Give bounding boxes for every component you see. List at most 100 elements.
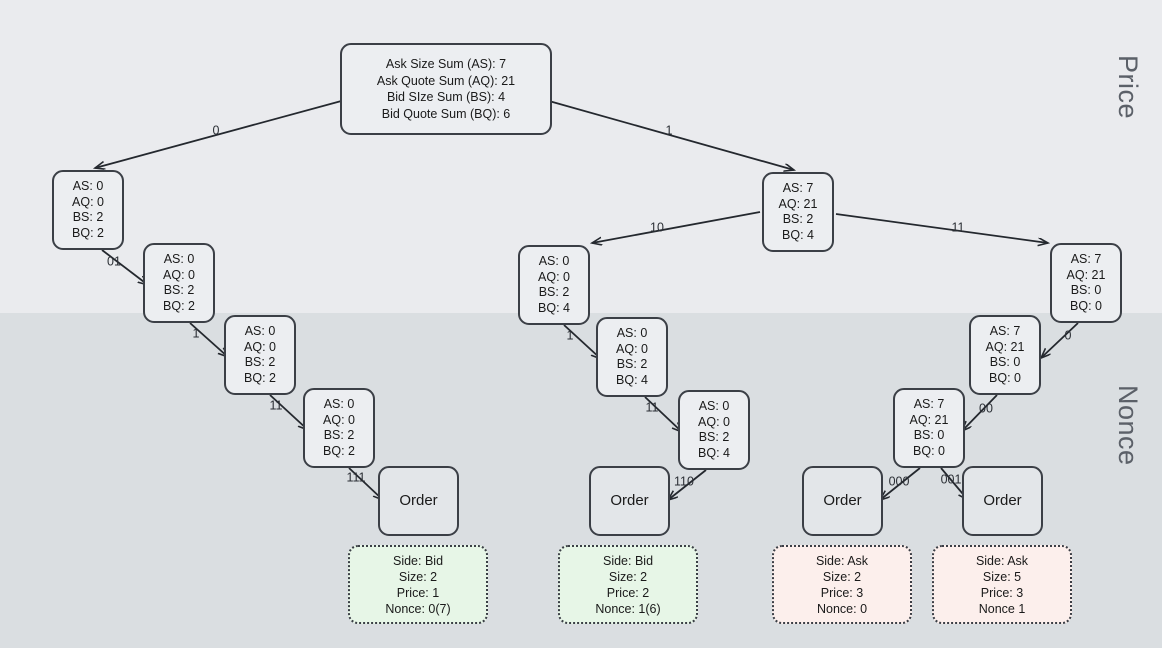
node-line: BQ: 4 (538, 300, 570, 315)
edge-label-n1100-to-order-ask-2: 001 (940, 472, 962, 487)
note-line: Nonce 1 (978, 601, 1026, 616)
node-line: BQ: 4 (698, 445, 730, 460)
edge-label-n110-to-n1100: 00 (979, 401, 993, 416)
node-line: BQ: 2 (72, 225, 104, 240)
node-line: BS: 2 (616, 357, 648, 371)
node-line: BS: 0 (1070, 283, 1102, 297)
edge-label-n10-to-n101: 1 (566, 328, 574, 343)
node-line: BS: 2 (163, 283, 195, 297)
node-line: AQ: 21 (985, 339, 1025, 354)
edge-label-n101-to-n1011: 11 (645, 400, 659, 415)
note-line: Price: 3 (980, 585, 1024, 600)
node-line: Order (610, 492, 649, 510)
note-line: Price: 1 (396, 585, 440, 600)
node-line: Order (983, 492, 1022, 510)
node-line: Ask Size Sum (AS): 7 (385, 57, 507, 71)
note-line: Size: 2 (822, 569, 862, 584)
node-line: AS: 0 (244, 324, 276, 338)
node-line: AS: 7 (989, 324, 1021, 338)
edge-label-n0111-to-order-bid-1: 111 (346, 470, 366, 485)
node-line: BS: 2 (244, 355, 276, 369)
node-line: AS: 0 (538, 254, 570, 268)
node-line: BS: 2 (323, 428, 355, 442)
edge-label-n11-to-n110: 0 (1064, 328, 1072, 343)
node-root[interactable]: Ask Size Sum (AS): 7 Ask Quote Sum (AQ): … (340, 43, 552, 135)
node-line: BQ: 0 (913, 443, 945, 458)
node-line: AQ: 21 (1066, 267, 1106, 282)
node-line: BS: 2 (538, 285, 570, 299)
node-order-ask-2[interactable]: Order (962, 466, 1043, 536)
node-line: AQ: 21 (778, 196, 818, 211)
node-line: Order (823, 492, 862, 510)
node-line: BQ: 0 (989, 370, 1021, 385)
note-line: Side: Bid (602, 553, 654, 568)
node-order-bid-2[interactable]: Order (589, 466, 670, 536)
node-line: BS: 2 (72, 210, 104, 224)
note-line: Size: 5 (982, 569, 1022, 584)
node-line: AS: 0 (616, 326, 648, 340)
node-line: BS: 0 (989, 355, 1021, 369)
node-line: Order (399, 492, 438, 510)
node-line: BS: 2 (782, 212, 814, 226)
node-line: AQ: 0 (163, 267, 195, 282)
node-line: BQ: 2 (323, 443, 355, 458)
note-line: Nonce: 1(6) (595, 601, 661, 616)
edge-label-n1-to-n11: 11 (951, 220, 965, 235)
edge-label-n1100-to-order-ask-1: 000 (888, 474, 910, 489)
note-line: Size: 2 (608, 569, 648, 584)
node-line: AQ: 0 (698, 414, 730, 429)
node-line: BQ: 2 (163, 298, 195, 313)
note-line: Nonce: 0 (816, 601, 868, 616)
edge-label-n01-to-n011: 1 (192, 326, 200, 341)
node-line: AS: 0 (698, 399, 730, 413)
node-line: BS: 2 (698, 430, 730, 444)
note-line: Side: Bid (392, 553, 444, 568)
node-line: AQ: 0 (244, 339, 276, 354)
band-label-nonce: Nonce (1113, 385, 1143, 466)
node-line: AS: 7 (1070, 252, 1102, 266)
note-line: Price: 3 (820, 585, 864, 600)
note-line: Side: Ask (815, 553, 869, 568)
node-line: AS: 7 (782, 181, 814, 195)
note-line: Nonce: 0(7) (385, 601, 451, 616)
node-line: AS: 0 (72, 179, 104, 193)
node-line: BQ: 0 (1070, 298, 1102, 313)
note-line: Price: 2 (606, 585, 650, 600)
node-line: BS: 0 (913, 428, 945, 442)
edge-label-n1-to-n10: 10 (650, 220, 664, 235)
edge-label-n0-to-n01: 01 (107, 254, 121, 269)
node-line: BQ: 4 (782, 227, 814, 242)
node-line: AQ: 0 (72, 194, 104, 209)
node-line: AS: 0 (163, 252, 195, 266)
node-line: AQ: 0 (323, 412, 355, 427)
node-line: BQ: 4 (616, 372, 648, 387)
node-order-ask-1[interactable]: Order (802, 466, 883, 536)
node-line: Ask Quote Sum (AQ): 21 (376, 73, 516, 88)
node-line: AS: 0 (323, 397, 355, 411)
node-line: AQ: 21 (909, 412, 949, 427)
node-line: BQ: 2 (244, 370, 276, 385)
node-line: Bid Quote Sum (BQ): 6 (381, 106, 511, 121)
edge-label-n011-to-n0111: 11 (269, 398, 283, 413)
edge-label-n1011-to-order-bid-2: 110 (674, 474, 694, 489)
node-line: Bid SIze Sum (BS): 4 (386, 90, 506, 104)
node-order-bid-1[interactable]: Order (378, 466, 459, 536)
note-line: Size: 2 (398, 569, 438, 584)
node-line: AQ: 0 (538, 269, 570, 284)
node-line: AQ: 0 (616, 341, 648, 356)
